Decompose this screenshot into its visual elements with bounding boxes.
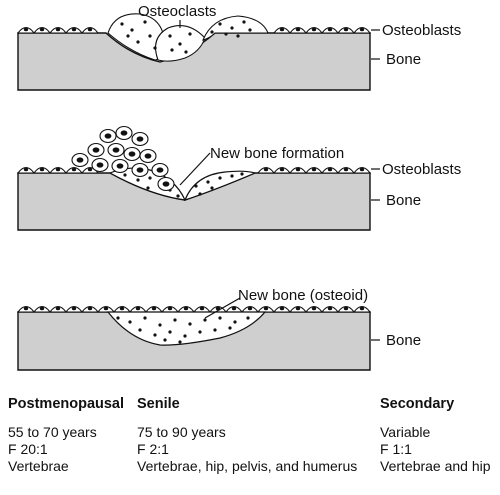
type-age: 75 to 90 years — [137, 424, 226, 440]
new-bone-formation-right — [183, 170, 257, 201]
panel-resorption: Osteoclasts Osteoblasts Bone — [16, 3, 461, 91]
type-sites: Vertebrae, hip, pelvis, and humerus — [137, 458, 358, 474]
bone-slab-2 — [17, 172, 371, 231]
type-ratio: F 20:1 — [8, 441, 48, 457]
osteoclasts-label: Osteoclasts — [138, 3, 216, 20]
osteoblast-layer-1 — [16, 26, 372, 34]
bone-remodeling-diagram: Osteoclasts Osteoblasts Bone New bone fo… — [16, 3, 461, 371]
type-ratio: F 2:1 — [137, 441, 169, 457]
osteoblast-layer-2 — [16, 166, 372, 174]
osteoblasts-label-2: Osteoblasts — [382, 161, 461, 178]
type-ratio: F 1:1 — [380, 441, 412, 457]
type-sites: Vertebrae — [8, 458, 69, 474]
bone-label-1: Bone — [386, 51, 421, 68]
migrating-osteoblasts — [71, 125, 175, 192]
osteoporosis-types: Postmenopausal 55 to 70 years F 20:1 Ver… — [0, 396, 500, 495]
type-title: Postmenopausal — [8, 396, 125, 412]
osteoclast-right — [202, 15, 269, 41]
type-sites: Vertebrae and hip — [380, 458, 491, 474]
type-title: Senile — [137, 396, 180, 412]
new-bone-formation-label: New bone formation — [210, 145, 344, 162]
type-age: Variable — [380, 424, 431, 440]
type-secondary: Secondary Variable F 1:1 Vertebrae and h… — [380, 396, 491, 475]
new-bone-leader — [179, 152, 211, 186]
panel-osteoid: New bone (osteoid) Bone — [16, 287, 421, 371]
type-postmenopausal: Postmenopausal 55 to 70 years F 20:1 Ver… — [8, 396, 124, 475]
osteoid-deposit — [106, 311, 267, 346]
bone-label-3: Bone — [386, 332, 421, 349]
osteoid-leader — [204, 297, 241, 319]
new-bone-osteoid-label: New bone (osteoid) — [238, 287, 368, 304]
bone-label-2: Bone — [386, 192, 421, 209]
type-age: 55 to 70 years — [8, 424, 97, 440]
type-title: Secondary — [380, 396, 455, 412]
type-senile: Senile 75 to 90 years F 2:1 Vertebrae, h… — [137, 396, 357, 475]
osteoblast-layer-3 — [16, 305, 372, 313]
panel-formation: New bone formation Osteoblasts Bone — [16, 125, 461, 231]
osteoclast-group — [107, 13, 269, 62]
osteoblasts-label-1: Osteoblasts — [382, 22, 461, 39]
